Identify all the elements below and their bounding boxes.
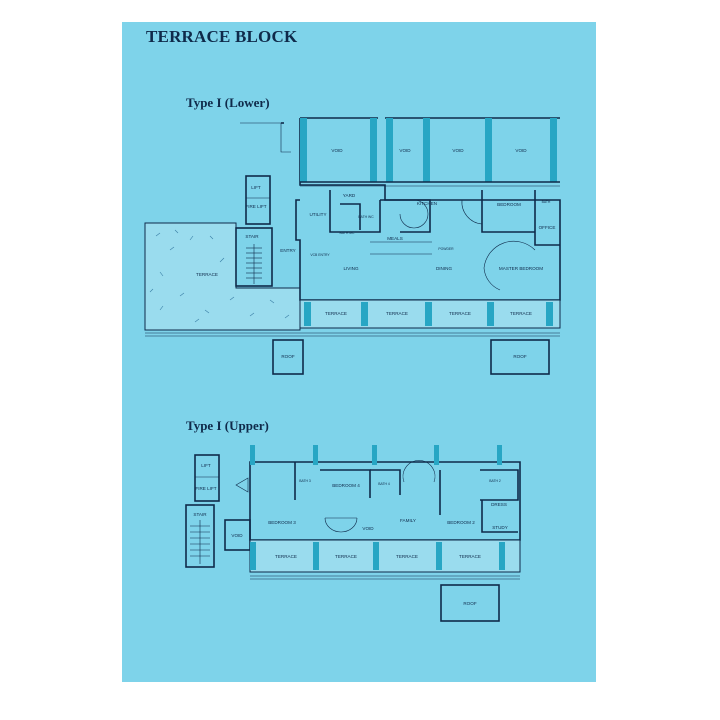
lower-landscaped-terrace [144,222,301,331]
roof-label-left: ROOF [281,354,294,359]
upper-lift-label: LIFT [201,463,211,468]
terrace-label-4: TERRACE [510,311,532,316]
bath-wc-label: BATH WC [358,215,374,219]
bedroom4-label: BEDROOM 4 [332,483,360,488]
bath2-label: BATH 2 [489,479,501,483]
upper-terrace-label-1: TERRACE [275,554,297,559]
terrace-label-3: TERRACE [449,311,471,316]
entry-label: ENTRY [280,248,296,253]
upper-floor-plan: LIFT FIRE LIFT STAIR VOID BEDROOM 3 BATH… [185,445,521,622]
bedroom2-label: BEDROOM 2 [447,520,475,525]
landscape-texture [149,229,290,323]
upper-terrace-label-2: TERRACE [335,554,357,559]
void-label-3: VOID [452,148,464,153]
terrace-label-2: TERRACE [386,311,408,316]
page-title: TERRACE BLOCK [146,27,298,46]
bath4-label: BATH 4 [378,482,390,486]
bath-mc-label: BATH MC [339,231,355,235]
master-bedroom-label: MASTER BEDROOM [499,266,543,271]
study-label: STUDY [492,525,508,530]
vcb-entry-label: VCB ENTRY [310,253,330,257]
upper-terrace-label-4: TERRACE [459,554,481,559]
lower-stair-treads [246,244,262,284]
family-label: FAMILY [400,518,416,523]
lift-label: LIFT [251,185,261,190]
bedroom3-label: BEDROOM 3 [268,520,296,525]
terrace-label-main: TERRACE [196,272,218,277]
utility-label: UTILITY [309,212,326,217]
void-label-1: VOID [331,148,343,153]
bedroom-label: BEDROOM [497,202,521,207]
kitchen-label: KITCHEN [417,201,437,206]
upper-stair-treads [190,520,210,564]
lower-roof-right [490,339,550,375]
lower-roof-left [272,339,304,375]
terrace-label-1: TERRACE [325,311,347,316]
powder-label: POWDER [438,247,454,251]
fire-lift-label: FIRE LIFT [245,204,266,209]
lower-plan-title: Type I (Lower) [186,95,270,110]
upper-roof-label: ROOF [463,601,476,606]
upper-plan-title: Type I (Upper) [186,418,269,433]
dress-label: DRESS [491,502,507,507]
dining-label: DINING [436,266,453,271]
void-label-4: VOID [515,148,527,153]
upper-roof [440,584,500,622]
living-label: LIVING [343,266,358,271]
upper-fire-lift-label: FIRE LIFT [195,486,216,491]
upper-void-label-left: VOID [231,533,243,538]
bath-label: BATH [542,200,551,204]
roof-label-right: ROOF [513,354,526,359]
stair-label: STAIR [245,234,259,239]
bath3-label: BATH 3 [299,479,311,483]
void-label-2: VOID [399,148,411,153]
lower-floor-plan: VOID VOID VOID VOID LIFT FIRE LIFT STAIR… [144,117,561,375]
office-label: OFFICE [539,225,556,230]
upper-void-label-center: VOID [362,526,374,531]
yard-label: YARD [343,193,356,198]
meals-label: MEALS [387,236,403,241]
upper-terrace-label-3: TERRACE [396,554,418,559]
upper-stair-label: STAIR [193,512,207,517]
